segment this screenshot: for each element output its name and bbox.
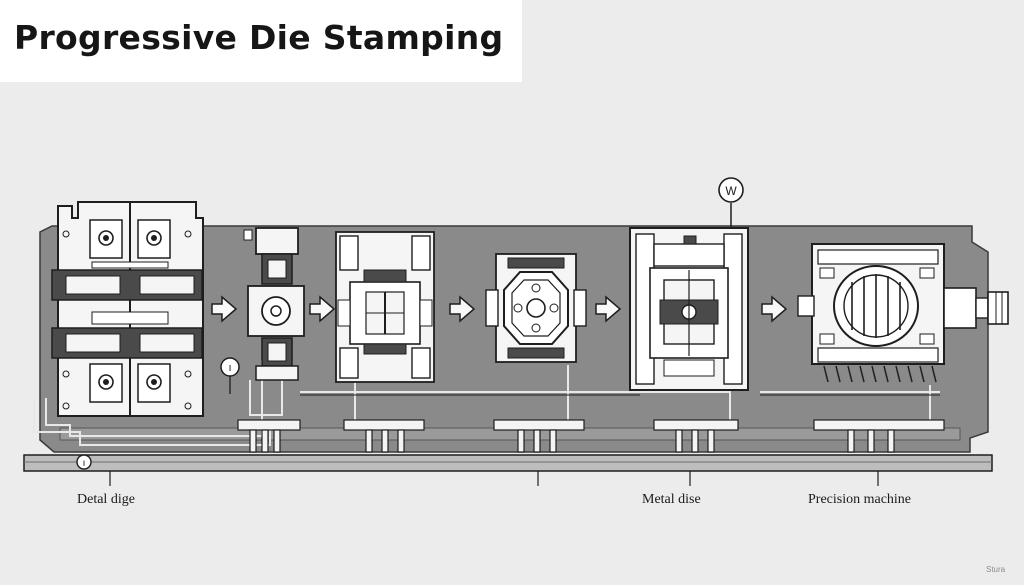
title-banner: Progressive Die Stamping [0, 0, 522, 82]
flow-arrow-right-icon [449, 295, 476, 323]
station-2-punch [243, 227, 305, 381]
flow-arrow-right-icon [211, 295, 238, 323]
station-3-die [335, 231, 435, 383]
gauge-2-label: ı [83, 458, 86, 469]
gauge-icon [76, 454, 92, 470]
label-precision-machine: Precision machine [808, 492, 912, 507]
label-metal-dise: Metal dise [642, 492, 701, 507]
base-rail [23, 454, 993, 486]
gauge-1-label: ı [228, 362, 231, 374]
w-gauge-icon [718, 177, 744, 203]
flow-arrows [211, 295, 788, 323]
station-4-octagon-die [485, 253, 587, 363]
diagram-title: Progressive Die Stamping [14, 18, 504, 57]
flow-arrow-right-icon [309, 295, 336, 323]
w-gauge-label: W [725, 184, 737, 198]
support-pedestals [237, 419, 945, 453]
watermark: Stura [986, 565, 1006, 574]
station-6-precision-machine [797, 243, 1009, 383]
station-5-press [629, 177, 749, 391]
flow-arrow-right-icon [761, 295, 788, 323]
gauge-icon [220, 357, 240, 377]
flow-arrow-right-icon [595, 295, 622, 323]
label-detal-dige: Detal dige [77, 492, 135, 507]
station-1-die-block [51, 201, 204, 417]
gauge-markers [76, 357, 240, 470]
